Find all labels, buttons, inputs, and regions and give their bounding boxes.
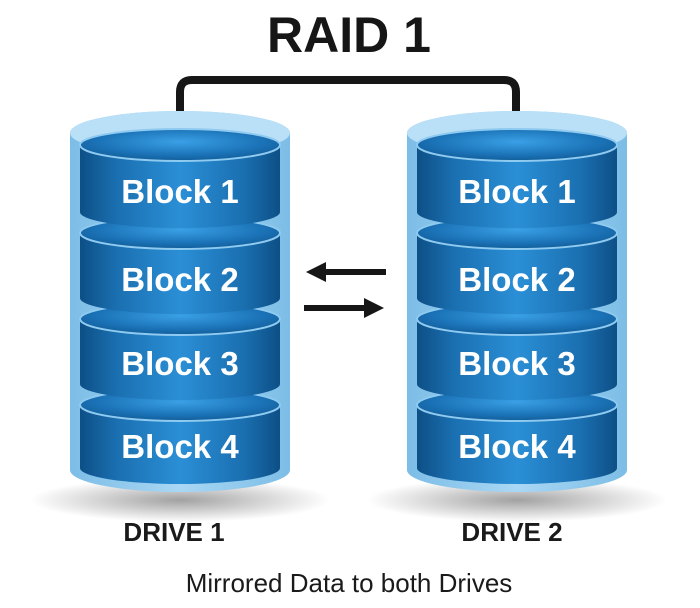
drive-1-block-4: Block 4 (79, 388, 281, 484)
diagram-title: RAID 1 (267, 7, 431, 63)
drive-1-block-3-label: Block 3 (121, 345, 238, 382)
drive-1-block-2: Block 2 (79, 216, 281, 314)
drive-2-block-2-label: Block 2 (458, 261, 575, 298)
arrow-right-icon (304, 298, 384, 318)
drive-2-block-1: Block 1 (416, 128, 618, 228)
drive-1-block-1-label: Block 1 (121, 173, 238, 210)
drive-connector (176, 76, 520, 143)
drive-2-block-2: Block 2 (416, 216, 618, 314)
drive-1-block-2-label: Block 2 (121, 261, 238, 298)
mirror-arrows (304, 262, 386, 318)
drive-1-block-4-label: Block 4 (121, 428, 239, 465)
drive-2: Block 4 Block 3 Block 2 Block 1 (407, 111, 627, 492)
drive-2-block-4-label: Block 4 (458, 428, 576, 465)
drive-2-block-3: Block 3 (416, 302, 618, 400)
arrow-left-icon (306, 262, 386, 282)
drive-2-block-1-label: Block 1 (458, 173, 575, 210)
drive-2-block-3-label: Block 3 (458, 345, 575, 382)
drive-1-label: DRIVE 1 (123, 517, 224, 547)
drive-2-label: DRIVE 2 (461, 517, 562, 547)
drive-1-shadow (30, 478, 330, 522)
diagram-caption: Mirrored Data to both Drives (186, 568, 513, 598)
drive-1-block-1: Block 1 (79, 128, 281, 228)
drive-2-block-4: Block 4 (416, 388, 618, 484)
drive-2-shadow (367, 478, 667, 522)
drive-1: Block 4 Block 3 Block 2 Block 1 (70, 111, 290, 492)
drive-1-block-3: Block 3 (79, 302, 281, 400)
